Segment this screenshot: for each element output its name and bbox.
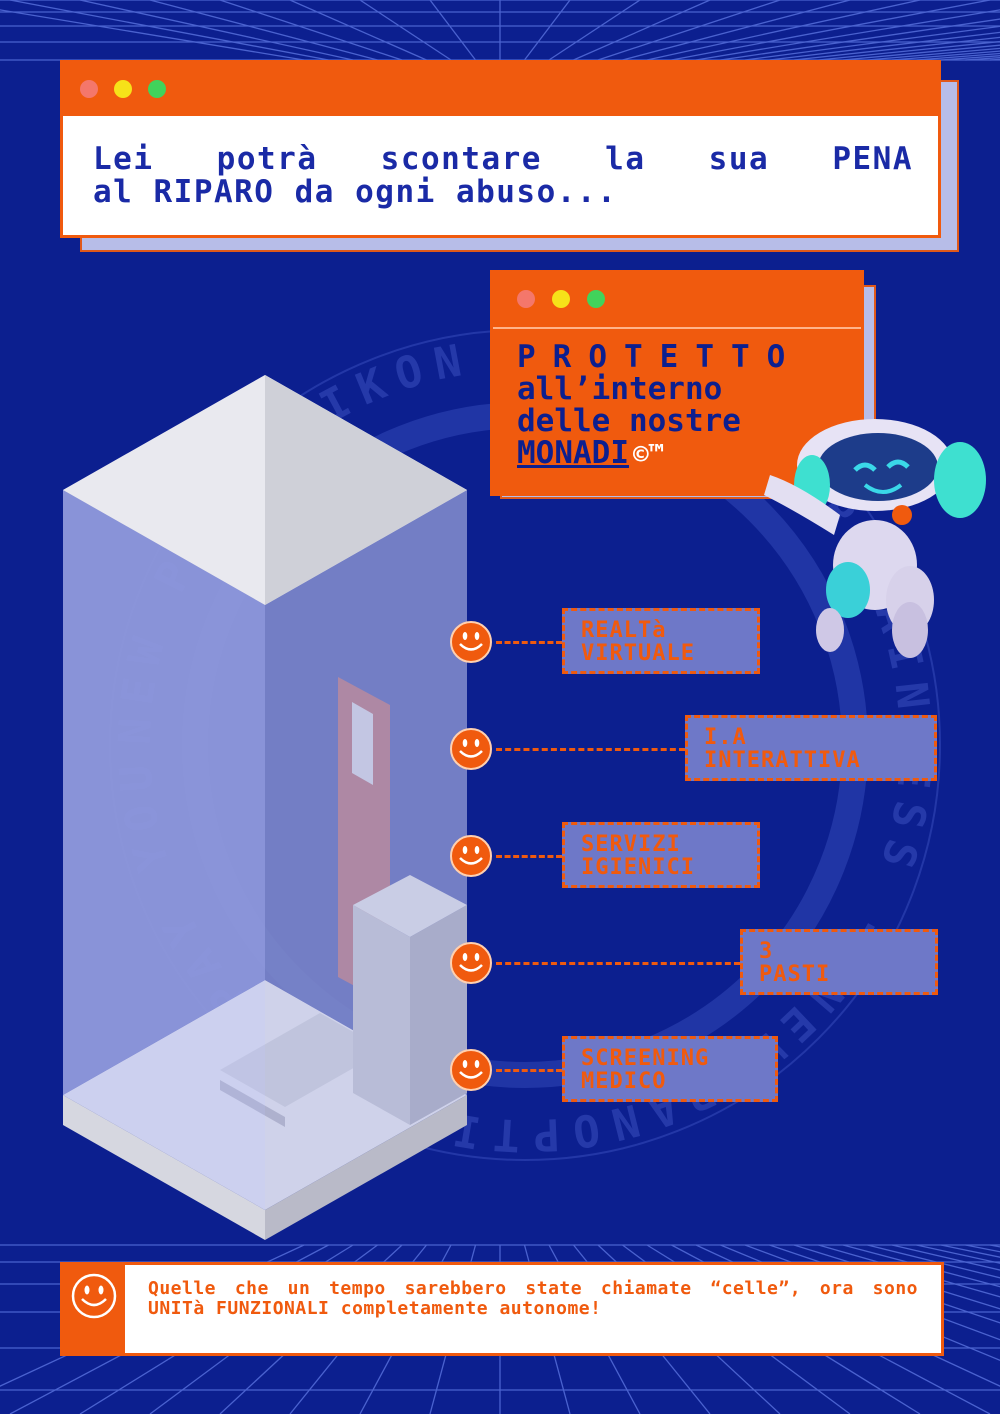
grid-line (219, 0, 403, 61)
protetto-window: PROTETTO all’interno delle nostre MONADI… (490, 270, 864, 496)
maximize-dot-icon[interactable] (587, 290, 605, 308)
smiley-icon (71, 1273, 117, 1319)
feature-label: I.A INTERATTIVA (704, 725, 861, 773)
isometric-cell-illustration (63, 375, 467, 1240)
grid-line (744, 25, 1000, 61)
connector-line (496, 1069, 562, 1072)
grid-line (573, 0, 711, 61)
robot-mascot-illustration (764, 419, 986, 658)
smiley-icon (450, 942, 492, 984)
grid-line (548, 0, 641, 61)
grid-line (359, 0, 452, 61)
feature-label: SERVIZI IGIENICI (581, 832, 695, 880)
grid-line (79, 0, 354, 61)
protetto-line-3: delle nostre (517, 403, 741, 439)
smiley-icon (450, 621, 492, 663)
grid-line (695, 9, 1000, 61)
grid-line (867, 47, 1000, 61)
feature-label-box: 3 PASTI (740, 929, 938, 995)
headline-line-1: Lei potrà scontare la sua PENA (93, 141, 913, 177)
minimize-dot-icon[interactable] (552, 290, 570, 308)
maximize-dot-icon[interactable] (148, 80, 166, 98)
headline-window-titlebar (63, 63, 938, 116)
smiley-icon (450, 728, 492, 770)
smiley-icon (450, 835, 492, 877)
feature-label-box: REALTà VIRTUALE (562, 608, 760, 674)
grid-line (842, 44, 1000, 61)
protetto-title: PROTETTO (517, 339, 803, 375)
minimize-dot-icon[interactable] (114, 80, 132, 98)
grid-line (622, 0, 851, 61)
grid-line (646, 0, 921, 61)
grid-line (842, 1244, 1000, 1288)
close-dot-icon[interactable] (80, 80, 98, 98)
protetto-line-2: all’interno (517, 371, 723, 407)
connector-line (496, 962, 740, 965)
headline-text: Lei potrà scontare la sua PENA al RIPARO… (93, 143, 913, 209)
grid-line (289, 0, 427, 61)
protetto-line-4: MONADI©™ (517, 437, 664, 471)
footer-window: Quelle che un tempo sarebbero state chia… (60, 1262, 944, 1356)
grid-line (429, 0, 477, 61)
grid-line (867, 1244, 1000, 1279)
grid-line (671, 0, 991, 61)
monadi-link: MONADI (517, 435, 629, 471)
headline-window: Lei potrà scontare la sua PENA al RIPARO… (60, 60, 941, 238)
grid-line (0, 9, 305, 61)
grid-line (9, 0, 329, 61)
grid-line (769, 31, 1000, 61)
grid-line (720, 18, 1000, 61)
grid-line (149, 0, 378, 61)
trademark-mark: ©™ (632, 440, 665, 470)
feature-label: REALTà VIRTUALE (581, 618, 695, 666)
close-dot-icon[interactable] (517, 290, 535, 308)
footer-text: Quelle che un tempo sarebbero state chia… (148, 1278, 918, 1319)
feature-label-box: SERVIZI IGIENICI (562, 822, 760, 888)
grid-line (818, 40, 1000, 61)
connector-line (496, 855, 562, 858)
grid-line (523, 0, 571, 61)
protetto-window-titlebar (493, 273, 861, 329)
connector-line (496, 641, 562, 644)
feature-label: SCREENING MEDICO (581, 1046, 710, 1094)
feature-label: 3 PASTI (759, 939, 831, 987)
feature-label-box: SCREENING MEDICO (562, 1036, 778, 1102)
footer-side-bar (63, 1265, 125, 1353)
grid-line (793, 36, 1000, 61)
grid-line (597, 0, 781, 61)
feature-label-box: I.A INTERATTIVA (685, 715, 937, 781)
headline-line-2: al RIPARO da ogni abuso... (93, 174, 618, 210)
connector-line (496, 748, 685, 751)
smiley-icon (450, 1049, 492, 1091)
